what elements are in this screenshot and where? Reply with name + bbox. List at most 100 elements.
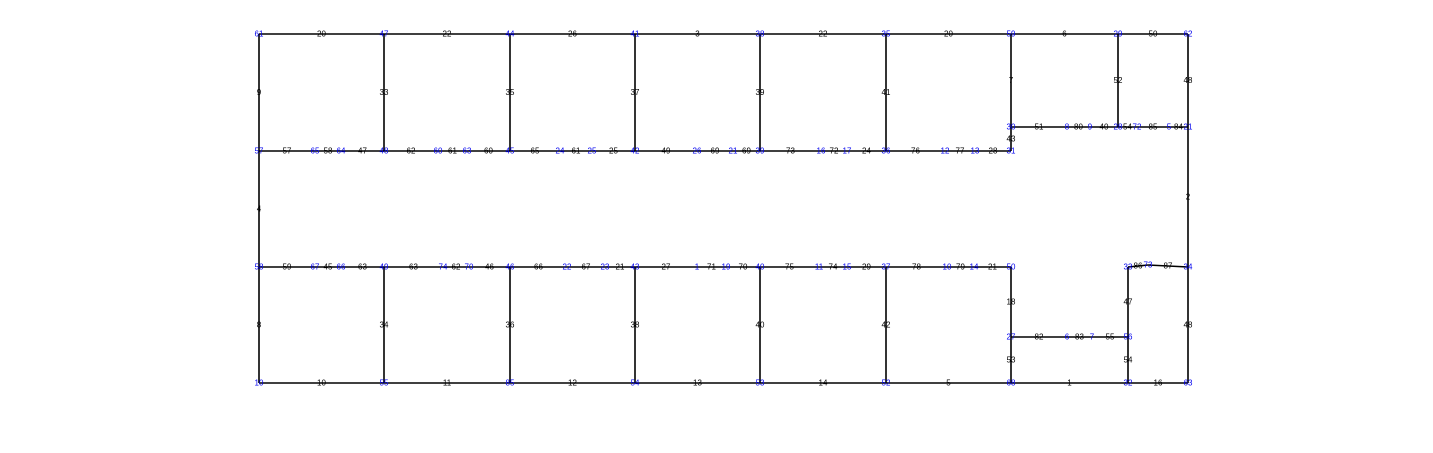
- edge-label: 39: [756, 88, 765, 97]
- edge-label: 54: [1123, 123, 1132, 132]
- node-label: 53: [756, 379, 765, 388]
- node-label: 33: [1124, 263, 1133, 272]
- edge-label: 20: [944, 30, 953, 39]
- edge-label: 73: [786, 147, 795, 156]
- node-label: 41: [631, 30, 640, 39]
- edge-label: 24: [862, 147, 871, 156]
- edge-label: 60: [484, 147, 493, 156]
- edge-label: 38: [631, 321, 640, 330]
- node-label: 50: [1007, 263, 1016, 272]
- edge-label: 43: [1007, 135, 1016, 144]
- node-label: 27: [1007, 333, 1016, 342]
- edge-label: 12: [568, 379, 577, 388]
- edge-label: 40: [756, 321, 765, 330]
- node-label: 39: [756, 147, 765, 156]
- node-label: 63: [463, 147, 472, 156]
- edge-label: 69: [711, 147, 720, 156]
- edge-label: 42: [882, 321, 891, 330]
- edge-label: 86: [1134, 262, 1143, 271]
- node-label: 29: [1114, 30, 1123, 39]
- node-label: 57: [255, 147, 264, 156]
- edge-label: 45: [324, 263, 333, 272]
- edge-label: 72: [830, 147, 839, 156]
- edge-label: 79: [956, 263, 965, 272]
- node-label: 66: [337, 263, 346, 272]
- edge-label: 4: [257, 205, 262, 214]
- edge-label: 53: [1007, 356, 1016, 365]
- node-label: 21: [729, 147, 738, 156]
- node-label: 36: [882, 147, 891, 156]
- edge-label: 3: [695, 30, 700, 39]
- edge-label: 6: [1062, 30, 1067, 39]
- node-label: 8: [1065, 123, 1070, 132]
- node-label: 55: [380, 379, 389, 388]
- edge-label: 21: [988, 263, 997, 272]
- node-label: 72: [1133, 123, 1142, 132]
- edge-label: 22: [443, 30, 452, 39]
- node-label: 42: [631, 147, 640, 156]
- edge-label: 52: [1114, 76, 1123, 85]
- edge-label: 50: [1149, 30, 1158, 39]
- edge-label: 25: [609, 147, 618, 156]
- node-label: 43: [631, 263, 640, 272]
- node-label: 23: [601, 263, 610, 272]
- edge-label: 69: [742, 147, 751, 156]
- edge-label: 83: [1075, 333, 1084, 342]
- node-label: 65: [311, 147, 320, 156]
- edge-label: 85: [1149, 123, 1158, 132]
- edge-label: 20: [317, 30, 326, 39]
- edge-label: 63: [409, 263, 418, 272]
- node-label: 17: [843, 147, 852, 156]
- node-label: 9: [1088, 123, 1093, 132]
- edge-label: 14: [819, 379, 828, 388]
- edge-label: 75: [785, 263, 794, 272]
- edge-label: 47: [1124, 298, 1133, 307]
- node-label: 12: [941, 147, 950, 156]
- edge-line: [1127, 264, 1149, 268]
- edge-label: 10: [317, 379, 326, 388]
- node-label: 46: [506, 263, 515, 272]
- edge-label: 5: [946, 379, 951, 388]
- node-label: 15: [843, 263, 852, 272]
- edge-label: 61: [572, 147, 581, 156]
- edge-label: 47: [358, 147, 367, 156]
- edge-label: 67: [582, 263, 591, 272]
- edge-label: 66: [534, 263, 543, 272]
- node-label: 16: [817, 147, 826, 156]
- edge-label: 37: [631, 88, 640, 97]
- node-label: 68: [1007, 379, 1016, 388]
- node-label: 61: [255, 30, 264, 39]
- edge-label: 80: [1074, 123, 1083, 132]
- node-label: 45: [506, 147, 515, 156]
- edge-label: 18: [1007, 298, 1016, 307]
- edge-label: 61: [448, 147, 457, 156]
- edge-label: 78: [912, 263, 921, 272]
- node-label: 30: [1007, 123, 1016, 132]
- edge-label: 35: [506, 88, 515, 97]
- edge-label: 77: [956, 147, 965, 156]
- edge-label: 57: [283, 147, 292, 156]
- node-label: 67: [311, 263, 320, 272]
- node-label: 48: [380, 147, 389, 156]
- node-label: 64: [337, 147, 346, 156]
- edge-label: 16: [1154, 379, 1163, 388]
- node-label: 40: [756, 263, 765, 272]
- edge-label: 76: [911, 147, 920, 156]
- edge-label: 65: [531, 147, 540, 156]
- edge-label: 63: [358, 263, 367, 272]
- node-label: 6: [1065, 333, 1070, 342]
- edge-label: 7: [1009, 76, 1014, 85]
- edge-label: 62: [407, 147, 416, 156]
- edge-label: 22: [819, 30, 828, 39]
- edge-label: 33: [380, 88, 389, 97]
- edge-label: 2: [1186, 193, 1191, 202]
- node-label: 58: [255, 263, 264, 272]
- edge-label: 49: [662, 147, 671, 156]
- node-label: 44: [506, 30, 515, 39]
- node-label: 11: [815, 263, 824, 272]
- node-label: 63: [1184, 379, 1193, 388]
- node-label: 31: [1007, 147, 1016, 156]
- edge-label: 41: [882, 88, 891, 97]
- node-label: 49: [380, 263, 389, 272]
